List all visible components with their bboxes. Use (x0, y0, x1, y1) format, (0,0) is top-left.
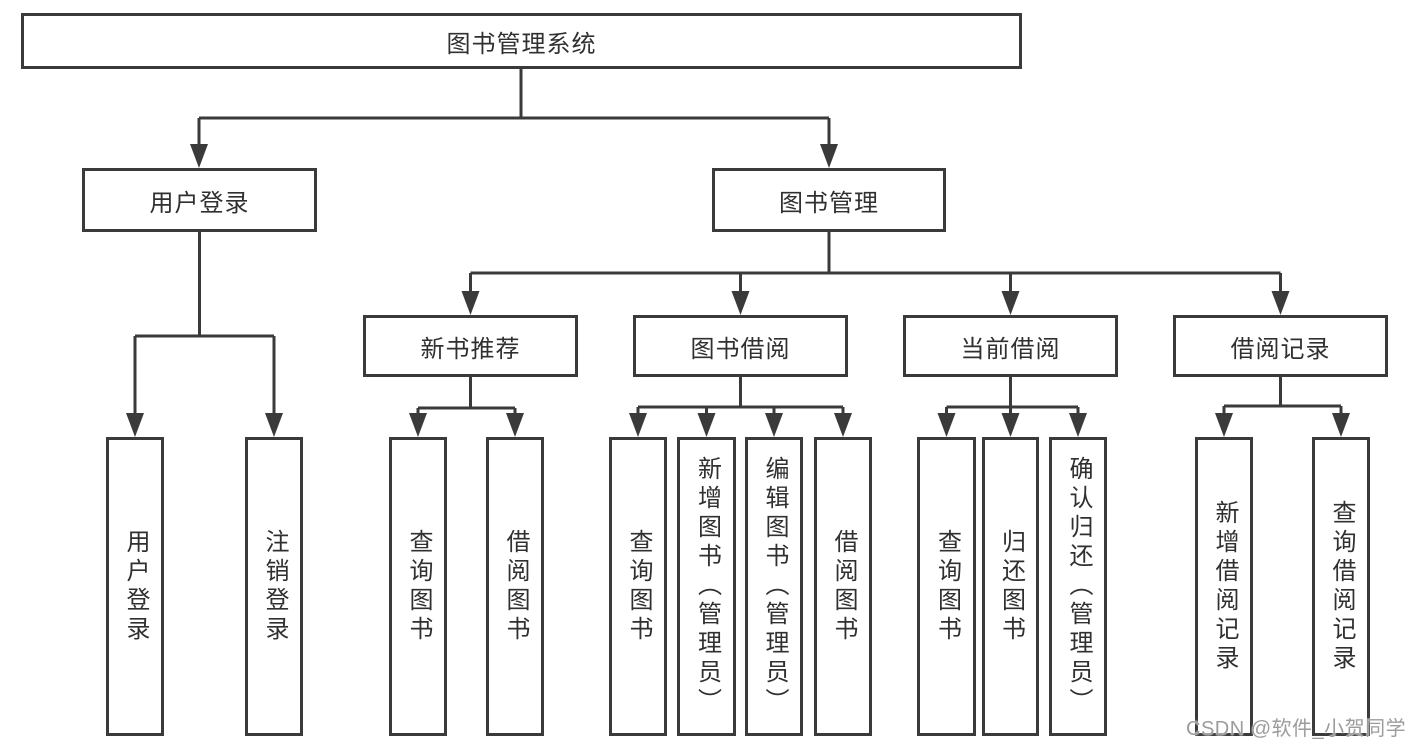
leaf-query-books-borrow: 查询图书 (609, 437, 667, 736)
leaf-add-borrow-record-label: 新增借阅记录 (1211, 499, 1238, 674)
leaf-borrow-book-label: 借阅图书 (830, 528, 857, 645)
leaf-add-borrow-record: 新增借阅记录 (1195, 437, 1253, 736)
node-new-book-recommend-label: 新书推荐 (420, 335, 521, 363)
node-user-login: 用户登录 (82, 168, 317, 232)
node-book-management: 图书管理 (712, 168, 946, 232)
leaf-query-borrow-record: 查询借阅记录 (1312, 437, 1370, 736)
leaf-borrow-books-new-label: 借阅图书 (502, 528, 529, 645)
leaf-return-book-label: 归还图书 (997, 528, 1025, 645)
leaf-logout-login-label: 注销登录 (261, 528, 288, 645)
leaf-add-book-admin: 新增图书（管理员） (677, 437, 736, 736)
node-borrow-record: 借阅记录 (1173, 315, 1388, 377)
node-current-borrow-label: 当前借阅 (960, 335, 1061, 363)
connector-path (133, 67, 1343, 416)
leaf-confirm-return-admin: 确认归还（管理员） (1049, 437, 1107, 736)
leaf-query-books-borrow-label: 查询图书 (625, 528, 652, 645)
leaf-borrow-books-new: 借阅图书 (486, 437, 544, 736)
leaf-query-books-current-label: 查询图书 (933, 528, 961, 645)
node-book-management-label: 图书管理 (779, 189, 879, 217)
node-book-borrow-label: 图书借阅 (690, 335, 791, 363)
node-borrow-record-label: 借阅记录 (1230, 335, 1331, 363)
node-root-label: 图书管理系统 (446, 30, 597, 58)
node-user-login-label: 用户登录 (149, 189, 250, 217)
leaf-return-book: 归还图书 (982, 437, 1039, 736)
leaf-confirm-return-admin-label: 确认归还（管理员） (1065, 456, 1092, 717)
leaf-query-borrow-record-label: 查询借阅记录 (1328, 499, 1355, 674)
leaf-logout-login: 注销登录 (245, 437, 303, 736)
leaf-user-login: 用户登录 (106, 437, 164, 736)
node-root-system: 图书管理系统 (21, 13, 1022, 69)
leaf-query-books-new-label: 查询图书 (405, 528, 432, 645)
leaf-edit-book-admin: 编辑图书（管理员） (745, 437, 803, 736)
leaf-query-books-new: 查询图书 (389, 437, 447, 736)
node-new-book-recommend: 新书推荐 (363, 315, 578, 377)
node-book-borrow: 图书借阅 (633, 315, 848, 377)
node-current-borrow: 当前借阅 (903, 315, 1118, 377)
leaf-user-login-label: 用户登录 (122, 528, 149, 645)
leaf-borrow-book: 借阅图书 (814, 437, 872, 736)
leaf-query-books-current: 查询图书 (917, 437, 976, 736)
leaf-edit-book-admin-label: 编辑图书（管理员） (761, 456, 788, 717)
csdn-watermark: CSDN @软件_小贺同学 (1186, 718, 1405, 740)
leaf-add-book-admin-label: 新增图书（管理员） (693, 456, 721, 717)
